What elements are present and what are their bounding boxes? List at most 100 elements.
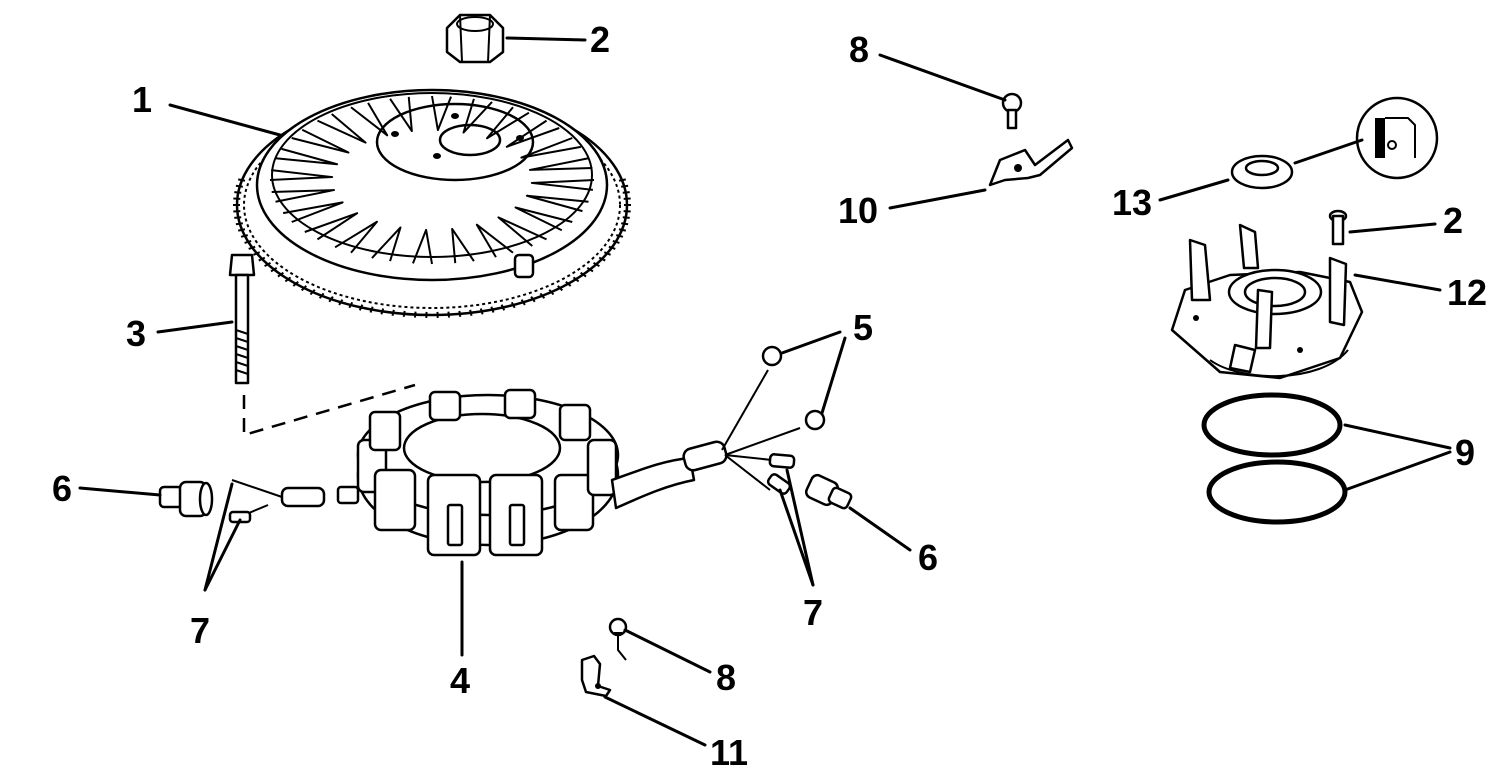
- flywheel-fin: [271, 189, 336, 203]
- ring-gear-tooth: [348, 301, 354, 309]
- ring-gear-tooth: [580, 271, 587, 278]
- flywheel-fin: [462, 98, 493, 134]
- flywheel: [233, 88, 631, 318]
- ring-gear-tooth: [234, 191, 242, 194]
- flywheel-fin: [530, 179, 595, 191]
- ring-gear-tooth: [490, 306, 495, 313]
- ring-gear-tooth: [622, 191, 630, 194]
- ring-gear-tooth: [338, 299, 344, 306]
- flywheel-fin: [282, 201, 344, 223]
- leader-lines: [78, 36, 1452, 747]
- ring-gear-tooth: [258, 256, 266, 262]
- oil-seal: [1230, 154, 1294, 190]
- callout-13: 13: [1112, 182, 1152, 223]
- flywheel-fin: [431, 95, 452, 132]
- ring-gear-tooth: [615, 234, 624, 238]
- ring-gear-tooth: [300, 285, 307, 292]
- connector-right: [804, 473, 853, 510]
- flywheel-fin: [350, 102, 389, 137]
- callout-3: 3: [126, 313, 146, 354]
- stator-leads-left: [228, 479, 326, 524]
- callout-1: 1: [132, 79, 152, 120]
- ring-gear-tooth: [248, 245, 256, 250]
- ring-gear-tooth: [235, 184, 243, 188]
- flywheel-fin: [525, 194, 589, 213]
- flywheel-fin: [528, 157, 593, 171]
- wire-clamp-top: [988, 138, 1074, 187]
- ring-gear-tooth: [500, 304, 506, 311]
- ring-gear-tooth: [603, 251, 611, 256]
- ring-gear-tooth: [234, 216, 242, 219]
- ring-gear-tooth: [413, 311, 417, 318]
- callout-5: 5: [853, 307, 873, 348]
- callout-8-bottom: 8: [716, 657, 736, 698]
- callout-6-right: 6: [918, 537, 938, 578]
- ring-gear-tooth: [244, 240, 252, 244]
- flywheel-fin: [317, 113, 367, 144]
- flywheel-fin: [475, 223, 514, 258]
- flywheel-fin: [497, 216, 547, 247]
- callout-7-left: 7: [190, 610, 210, 651]
- flywheel-nut: [445, 13, 505, 64]
- housing-screw: [1328, 209, 1348, 246]
- ring-gear-tooth: [391, 309, 395, 316]
- stator-bolt: [228, 253, 416, 437]
- ring-gear-tooth: [622, 216, 630, 219]
- callout-2-nut: 2: [590, 19, 610, 60]
- seal-detail-inset: [1355, 96, 1439, 180]
- ring-gear-tooth: [479, 308, 484, 315]
- callout-6-left: 6: [52, 468, 72, 509]
- ring-gear-tooth: [369, 306, 374, 313]
- ring-gear-tooth: [557, 285, 564, 292]
- callout-12: 12: [1447, 272, 1487, 313]
- stator: [336, 388, 696, 557]
- flywheel-fin: [505, 119, 560, 148]
- flywheel-fin: [371, 226, 402, 262]
- ring-gear-tooth: [318, 292, 325, 299]
- ring-gear-tooth: [598, 256, 606, 262]
- ring-gear-tooth: [447, 311, 451, 318]
- flywheel-fin: [304, 212, 359, 241]
- ring-gear-tooth: [309, 289, 316, 296]
- ring-gear-tooth: [240, 234, 249, 238]
- stator-leads-right: [682, 345, 826, 495]
- flywheel-fin: [389, 96, 413, 133]
- callout-11: 11: [710, 732, 748, 773]
- ring-gear-tooth: [380, 308, 385, 315]
- flywheel-fin: [269, 169, 334, 181]
- flywheel-fin: [520, 137, 582, 159]
- ring-gear-tooth: [237, 178, 246, 182]
- screw-top: [1001, 92, 1023, 130]
- flywheel-fin: [412, 228, 433, 265]
- flywheel-fin: [486, 106, 530, 140]
- ring-gear-tooth: [510, 301, 516, 309]
- ring-gear-tooth: [328, 296, 334, 303]
- ring-gear-tooth: [284, 276, 292, 283]
- ring-gear-tooth: [539, 292, 546, 299]
- ring-gear-tooth: [530, 296, 536, 303]
- ring-gear-tooth: [548, 289, 555, 296]
- flywheel-fin: [334, 220, 378, 254]
- o-rings: [1201, 392, 1348, 525]
- ring-gear-tooth: [593, 261, 600, 267]
- flywheel-fin: [291, 128, 350, 154]
- ring-gear-tooth: [608, 245, 616, 250]
- ring-gear-tooth: [612, 240, 620, 244]
- ring-gear-tooth: [520, 299, 526, 306]
- ring-gear-tooth: [402, 310, 406, 318]
- ring-gear-tooth: [565, 280, 572, 287]
- callout-9: 9: [1455, 432, 1475, 473]
- flywheel-fin: [275, 147, 339, 166]
- ring-gear-tooth: [264, 261, 271, 267]
- ring-gear-tooth: [270, 267, 278, 273]
- callouts: 1 2 2 3 4 5 6 6 7 7 8 8 9 10 11 12 13: [52, 19, 1487, 773]
- wire-clamp-bottom: [580, 654, 612, 698]
- screw-bottom: [608, 617, 628, 661]
- ring-gear-tooth: [621, 184, 629, 188]
- ring-gear-tooth: [618, 178, 627, 182]
- connector-left: [158, 480, 214, 518]
- callout-10: 10: [838, 190, 878, 231]
- flywheel-fin: [514, 206, 573, 232]
- callout-2-screw: 2: [1443, 200, 1463, 241]
